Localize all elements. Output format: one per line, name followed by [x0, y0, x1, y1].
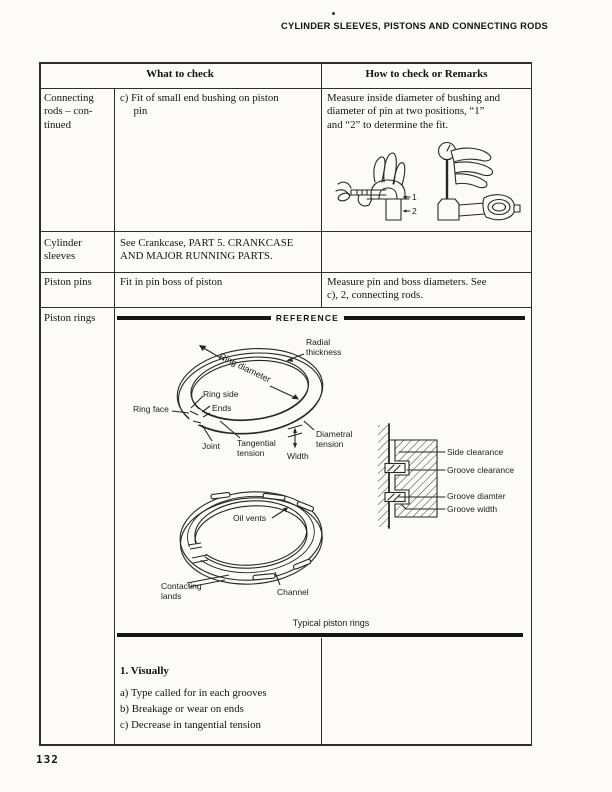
- table-line-row2-bottom: [39, 271, 532, 273]
- column-header-what: What to check: [146, 68, 214, 80]
- label-oil-vents: Oil vents: [233, 513, 267, 523]
- label-groove-diameter: Groove diamter: [447, 491, 506, 501]
- row-piston-pins-what: Fit in pin boss of piston: [120, 276, 223, 288]
- inspection-item: c) Decrease in tangential tension: [120, 719, 261, 731]
- page-title: CYLINDER SLEEVES, PISTONS AND CONNECTING…: [281, 21, 548, 31]
- inspection-heading: 1. Visually: [120, 665, 169, 677]
- label-channel: Channel: [277, 587, 309, 597]
- page-number: 132: [36, 753, 59, 766]
- inspection-item: b) Breakage or wear on ends: [120, 703, 244, 715]
- reference-bottom-bar: [117, 633, 523, 637]
- reference-bar-right: [344, 316, 525, 320]
- table-line-row3-bottom: [39, 307, 532, 309]
- table-border-bottom: [39, 743, 532, 746]
- label-contacting-lands: Contacting lands: [161, 581, 202, 602]
- table-border-top: [39, 62, 532, 64]
- reference-bar-left: [117, 316, 271, 320]
- label-side-clearance: Side clearance: [447, 447, 504, 457]
- table-border-right: [530, 62, 532, 745]
- label-width: Width: [287, 451, 309, 461]
- row-connecting-rods-what: c) Fit of small end bushing on piston pi…: [120, 92, 279, 118]
- row-connecting-rods-how: Measure inside diameter of bushing and d…: [327, 92, 501, 131]
- label-radial-thickness: Radial thickness: [306, 337, 342, 358]
- inspection-item: a) Type called for in each grooves: [120, 687, 267, 699]
- row-piston-rings-item: Piston rings: [44, 312, 96, 324]
- label-ring-face: Ring face: [133, 404, 169, 414]
- table-line-row1-bottom: [39, 231, 532, 233]
- oil-ring-diagram: [179, 491, 323, 588]
- ring-groove-diagram: [378, 423, 446, 529]
- row-connecting-rods-item: Connecting rods – con- tinued: [44, 92, 94, 131]
- label-ends: Ends: [212, 403, 232, 413]
- reference-title: REFERENCE: [275, 313, 340, 323]
- row-piston-pins-item: Piston pins: [44, 276, 92, 288]
- row-cylinder-sleeves-what: See Crankcase, PART 5. CRANKCASE AND MAJ…: [120, 237, 294, 263]
- reference-top-bar: REFERENCE: [117, 313, 525, 323]
- compression-ring-diagram: [171, 345, 324, 449]
- table-line-header-bottom: [39, 88, 532, 90]
- table-divider-how-col-upper: [321, 62, 323, 308]
- row-piston-pins-how: Measure pin and boss diameters. See c), …: [327, 276, 487, 302]
- row-cylinder-sleeves-item: Cylinder sleeves: [44, 237, 82, 263]
- label-groove-width: Groove width: [447, 504, 498, 514]
- label-tangential-tension: Tangential tension: [237, 438, 276, 459]
- figure-position-2-label: 2: [412, 206, 417, 216]
- label-ring-side: Ring side: [203, 389, 239, 399]
- label-groove-clearance: Groove clearance: [447, 465, 515, 475]
- table-divider-item-col: [114, 88, 116, 745]
- figure-position-1-label: 1: [412, 192, 417, 202]
- table-divider-how-col-lower: [321, 638, 323, 745]
- label-joint: Joint: [202, 441, 220, 451]
- table-border-left: [39, 62, 41, 745]
- figure-caption: Typical piston rings: [292, 618, 370, 628]
- measurement-figure: [335, 141, 521, 221]
- scan-speckle: [332, 12, 335, 15]
- label-diametral-tension: Diametral tension: [316, 429, 353, 450]
- column-header-how: How to check or Remarks: [365, 68, 488, 80]
